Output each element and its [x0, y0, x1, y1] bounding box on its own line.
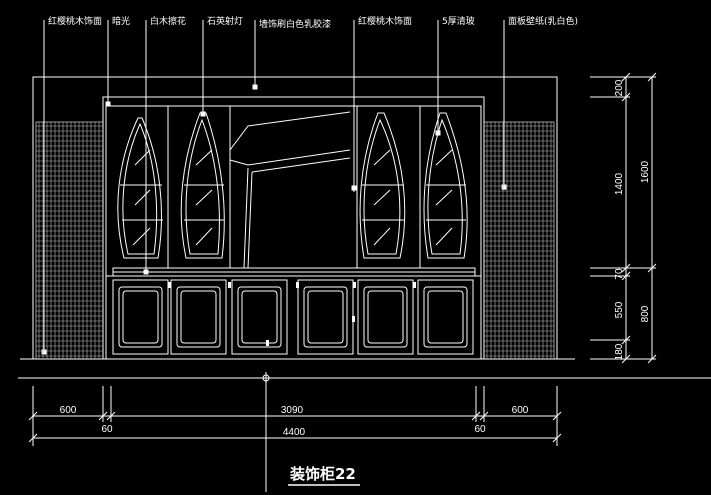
annotation-label-6: 5厚清玻 [442, 15, 475, 27]
glass-door-1 [117, 117, 163, 259]
lower-door-inset [367, 290, 404, 344]
dim-center-width: 3090 [281, 405, 304, 416]
lower-door-panel [363, 286, 408, 348]
lower-door [170, 279, 227, 355]
glass-door-2 [180, 112, 225, 259]
dim-left-width: 600 [60, 405, 77, 416]
annotation-label-1: 暗光 [112, 15, 130, 27]
lower-door [231, 279, 288, 355]
lower-door-inset [427, 290, 464, 344]
dim-v-800: 800 [640, 305, 651, 322]
dim-left-gap: 60 [101, 424, 113, 435]
glass-door-3 [359, 112, 406, 259]
dim-v-1600: 1600 [640, 160, 651, 183]
annotation-label-3: 石英射灯 [207, 15, 243, 27]
annotation-label-2: 白木擦花 [150, 15, 186, 27]
lower-door [357, 279, 414, 355]
center-niche [229, 111, 351, 269]
annotation-label-0: 红樱桃木饰面 [48, 15, 102, 27]
lower-door-panel [118, 286, 163, 348]
lower-door [417, 279, 474, 355]
annotation-label-7: 面板壁纸(乳白色) [508, 15, 578, 27]
dim-total-width: 4400 [283, 427, 306, 438]
door-knobs [168, 282, 416, 346]
annotation-group [41, 20, 507, 355]
lower-door [112, 279, 169, 355]
dim-right-gap: 60 [474, 424, 486, 435]
dim-v-180: 180 [614, 343, 625, 360]
glass-door-4 [423, 112, 468, 259]
lower-door-panel [303, 286, 348, 348]
vertical-dimensions [590, 72, 657, 364]
dim-v-1400: 1400 [614, 172, 625, 195]
lower-door-panel [176, 286, 221, 348]
lower-door-panel [237, 286, 282, 348]
dim-v-550: 550 [614, 301, 625, 318]
lower-door-inset [122, 290, 159, 344]
dim-v-200: 200 [614, 79, 625, 96]
annotation-label-5: 红樱桃木饰面 [358, 15, 412, 27]
horizontal-dimensions [28, 372, 562, 492]
lower-door-inset [307, 290, 344, 344]
left-wallpaper-panel [35, 121, 104, 360]
lower-door-panel [423, 286, 468, 348]
lower-doors [112, 279, 474, 355]
drawing-title: 装饰柜22 [289, 465, 356, 483]
right-wallpaper-panel [483, 121, 555, 360]
dim-v-70: 70 [614, 268, 625, 280]
lower-door-inset [241, 290, 278, 344]
dim-right-width: 600 [512, 405, 529, 416]
lower-door-inset [180, 290, 217, 344]
annotation-label-4: 墙饰刷白色乳胶漆 [259, 18, 331, 30]
